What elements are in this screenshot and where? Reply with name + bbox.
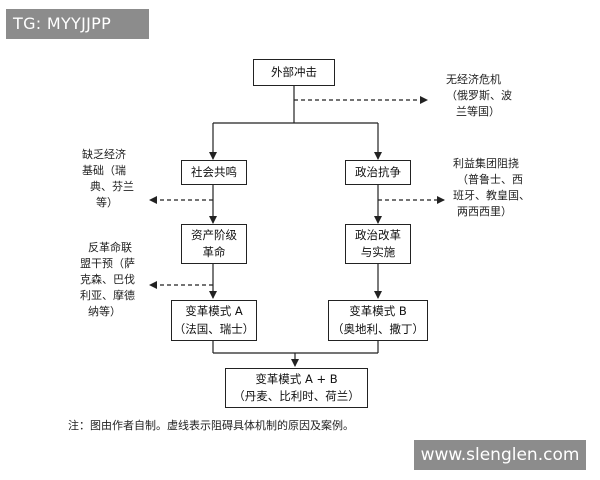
note-counter-revolution-line3: 克森、巴伐 [80,272,135,286]
note-counter-revolution: 反革命联 盟干预（萨 克森、巴伐 利亚、摩德 纳等） [80,240,135,320]
note-lack-economic: 缺乏经济 基础（瑞 典、芬兰 等） [82,147,134,211]
box-political-reform-line2: 与实施 [360,245,396,259]
box-bourgeois-revolution-line1: 资产阶级 [191,227,237,242]
box-mode-b-line1: 变革模式 B [349,304,407,319]
note-no-crisis-line3: 兰等国） [456,104,500,118]
note-no-crisis: 无经济危机 （俄罗斯、波 兰等国） [446,72,512,120]
box-mode-a-line1: 变革模式 A [185,304,243,319]
box-political-reform-line1: 政治改革 [355,227,401,242]
box-social-resonance: 社会共鸣 [181,160,247,185]
box-mode-ab-line1: 变革模式 A + B [255,371,338,386]
footnote: 注：图由作者自制。虚线表示阻碍具体机制的原因及案例。 [68,419,354,432]
note-interest-groups: 利益集团阻挠 （普鲁士、西 班牙、教皇国、 两西西里） [453,156,530,220]
note-counter-revolution-line1: 反革命联 [88,241,132,254]
note-interest-groups-line4: 两西西里） [457,204,512,218]
note-interest-groups-line1: 利益集团阻挠 [453,157,519,170]
note-counter-revolution-line2: 盟干预（萨 [80,256,135,270]
box-mode-b: 变革模式 B （奥地利、撒丁） [328,300,428,341]
note-interest-groups-line2: （普鲁士、西 [457,172,523,186]
box-mode-b-line2: （奥地利、撒丁） [332,321,424,336]
box-external-shock: 外部冲击 [253,59,335,86]
note-counter-revolution-line5: 纳等） [88,304,121,318]
box-mode-a: 变革模式 A （法国、瑞士） [171,300,257,341]
box-mode-ab-line2: （丹麦、比利时、荷兰） [233,389,360,403]
box-bourgeois-revolution-line2: 革命 [202,245,226,259]
note-no-crisis-line2: （俄罗斯、波 [446,88,512,102]
watermark-top: TG: MYYJJPP [6,9,149,39]
note-interest-groups-line3: 班牙、教皇国、 [453,188,530,202]
box-mode-ab: 变革模式 A + B （丹麦、比利时、荷兰） [225,368,368,408]
watermark-bottom: www.slenglen.com [414,440,586,470]
box-social-resonance-label: 社会共鸣 [191,164,237,179]
box-external-shock-label: 外部冲击 [271,64,317,79]
note-no-crisis-line1: 无经济危机 [446,73,501,86]
note-lack-economic-line2: 基础（瑞 [82,163,126,177]
note-counter-revolution-line4: 利亚、摩德 [80,288,135,302]
note-lack-economic-line1: 缺乏经济 [82,148,126,161]
box-bourgeois-revolution: 资产阶级 革命 [181,224,247,264]
box-mode-a-line2: （法国、瑞士） [173,321,255,336]
note-lack-economic-line3: 典、芬兰 [90,179,134,193]
box-political-resistance: 政治抗争 [345,160,411,185]
note-lack-economic-line4: 等） [96,195,118,209]
box-political-reform: 政治改革 与实施 [345,224,411,264]
box-political-resistance-label: 政治抗争 [355,164,401,179]
